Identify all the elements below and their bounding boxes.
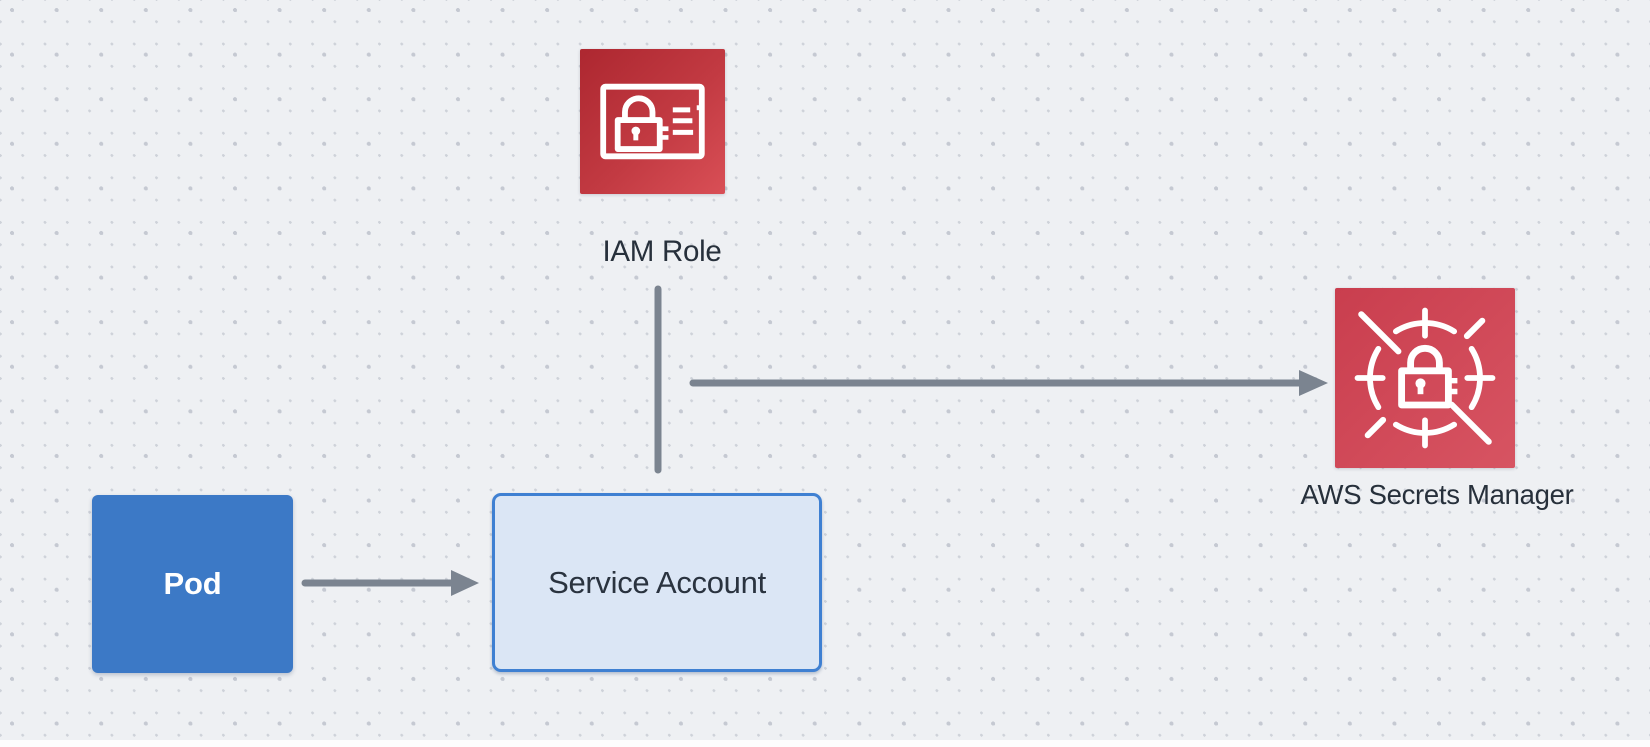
service-account-node-label: Service Account <box>548 564 766 600</box>
pod-node: Pod <box>92 495 293 673</box>
iam-role-label: IAM Role <box>602 235 722 268</box>
secrets-manager-label: AWS Secrets Manager <box>1300 479 1574 510</box>
secrets-manager-icon <box>1335 288 1515 468</box>
pod-to-service-account-arrowhead <box>451 570 479 596</box>
service-account-node: Service Account <box>492 493 822 672</box>
iam-role-icon <box>580 49 725 194</box>
link-to-secrets-manager-arrowhead <box>1299 370 1328 396</box>
bottom-edge-strip <box>0 740 1650 747</box>
pod-node-label: Pod <box>163 566 222 601</box>
lock-target-glyph <box>1354 307 1496 449</box>
id-card-lock-glyph <box>600 83 705 160</box>
